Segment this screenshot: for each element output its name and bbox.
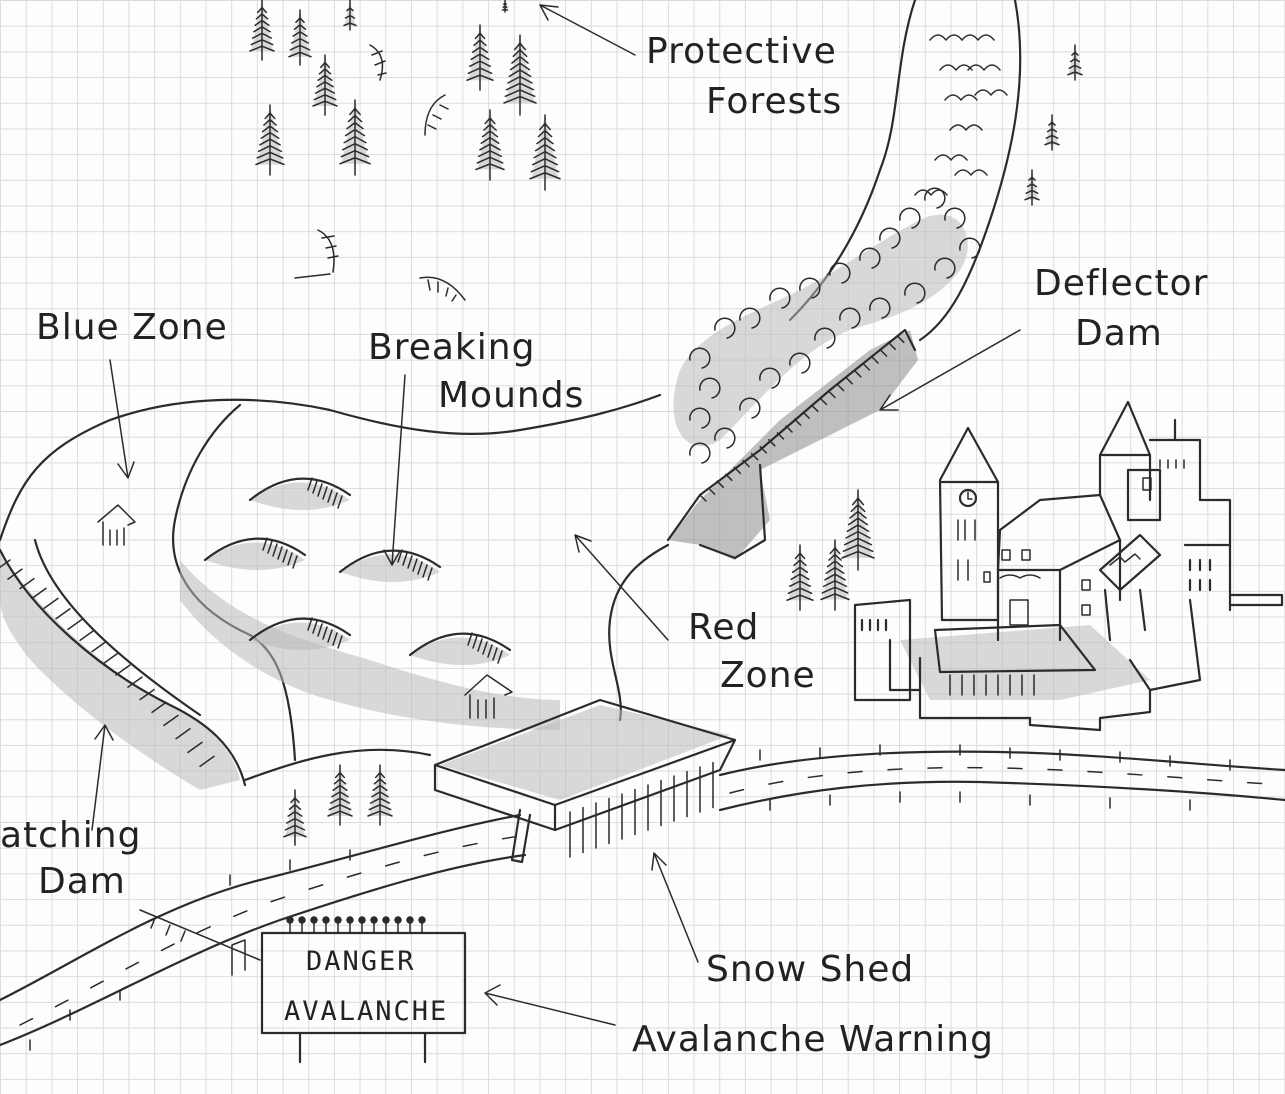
forest-lower [283, 764, 393, 846]
deflector-dam [666, 328, 918, 560]
sign-light-bulb [370, 916, 378, 924]
avalanche-cloud [673, 187, 981, 464]
sign-line-avalanche: AVALANCHE [284, 996, 449, 1027]
label-protective-forests-2: Forests [706, 81, 843, 122]
house-blue-zone [97, 504, 136, 546]
pine-tree [503, 34, 537, 116]
pine-tree [283, 789, 307, 846]
pine-tree [255, 104, 285, 176]
label-protective-forests-1: Protective [646, 31, 837, 72]
sign-light-bulb [334, 916, 342, 924]
pine-tree [367, 764, 393, 826]
label-deflector-dam-1: Deflector [1034, 263, 1209, 304]
sign-line-danger: DANGER [306, 946, 416, 977]
label-catching-dam-1: atching [0, 815, 142, 856]
pine-tree [786, 544, 814, 611]
pine-tree [475, 109, 505, 181]
pine-tree [343, 0, 357, 31]
pine-tree [288, 9, 312, 66]
label-red-zone-2: Zone [720, 655, 816, 696]
pointer-arrows [91, 4, 1021, 1026]
breaking-mound [248, 617, 352, 650]
breaking-mounds [203, 477, 512, 665]
breaking-mound [203, 537, 307, 570]
pine-tree [312, 54, 338, 116]
pine-tree [1044, 114, 1060, 151]
pine-tree [501, 0, 509, 13]
label-avalanche-warning: Avalanche Warning [632, 1019, 994, 1060]
pine-tree [339, 99, 371, 176]
sign-light-bulb [298, 916, 306, 924]
label-red-zone-1: Red [688, 607, 760, 648]
label-snow-shed: Snow Shed [706, 949, 915, 990]
label-deflector-dam-2: Dam [1075, 313, 1163, 354]
breaking-mound [248, 477, 352, 510]
sign-light-bulb [382, 916, 390, 924]
label-breaking-mounds-1: Breaking [368, 327, 536, 368]
pine-tree [820, 539, 850, 611]
forest-mound-marks [294, 44, 466, 302]
sign-light-bulb [406, 916, 414, 924]
pine-tree [249, 0, 275, 61]
label-catching-dam-2: Dam [38, 861, 126, 902]
road [0, 744, 1285, 1051]
catching-dam-barrier [139, 909, 261, 976]
sign-light-bulb [286, 916, 294, 924]
snow-shed [433, 698, 737, 864]
sign-light-bulb [418, 916, 426, 924]
breaking-mound [408, 632, 512, 665]
forest-village [786, 489, 875, 611]
sign-light-bulb [310, 916, 318, 924]
sign-light-bulb [322, 916, 330, 924]
pine-tree [466, 24, 494, 91]
label-blue-zone: Blue Zone [36, 307, 228, 348]
pine-tree [529, 114, 561, 191]
pine-tree [1024, 169, 1040, 206]
house-red-zone [464, 674, 513, 719]
pine-tree [1067, 44, 1083, 81]
breaking-mound [338, 549, 442, 582]
pine-tree [327, 764, 353, 826]
sign-light-bulb [394, 916, 402, 924]
sign-light-bulb [358, 916, 366, 924]
forest-right-edge [1024, 44, 1083, 206]
avalanche-warning-sign [260, 916, 467, 1064]
label-breaking-mounds-2: Mounds [438, 375, 585, 416]
sign-light-bulb [346, 916, 354, 924]
village [853, 400, 1284, 732]
avalanche-track [788, 0, 1022, 342]
hillside [0, 393, 670, 790]
protective-forest [249, 0, 561, 191]
pine-tree [841, 489, 875, 571]
